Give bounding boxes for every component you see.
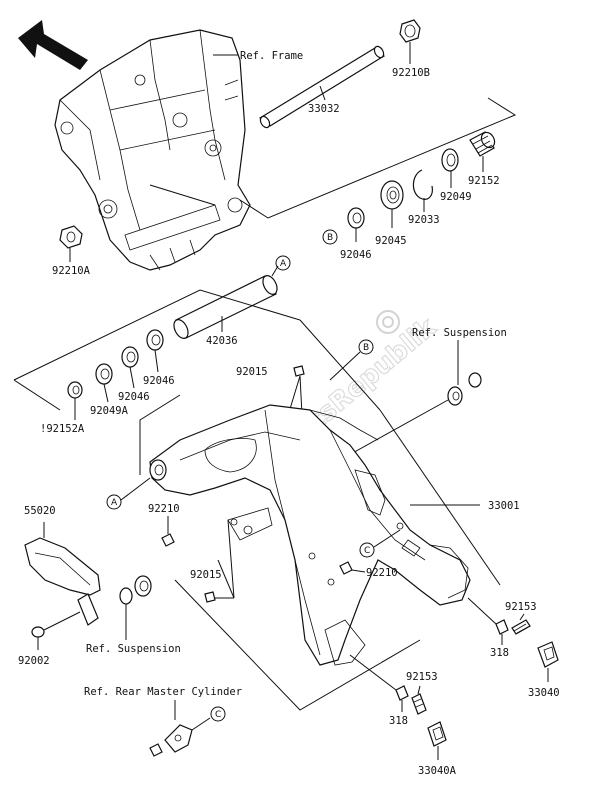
part-92015-bottom: 92015 bbox=[190, 569, 222, 581]
callout-b-top: B bbox=[327, 233, 333, 243]
part-318-bottom: 318 bbox=[389, 715, 408, 727]
ref-suspension-bottom-label: Ref. Suspension bbox=[86, 643, 181, 655]
part-92046-low: 92046 bbox=[118, 391, 150, 403]
chain-guard-55020: 55020 bbox=[24, 505, 101, 626]
ref-suspension-top-label: Ref. Suspension bbox=[412, 327, 507, 339]
part-318-top: 318 bbox=[490, 647, 509, 659]
part-92152: 92152 bbox=[468, 175, 500, 187]
part-55020: 55020 bbox=[24, 505, 56, 517]
part-92153-top: 92153 bbox=[505, 601, 537, 613]
adjuster-bottom-group: 318 92153 33040A bbox=[349, 654, 457, 777]
part-42036: 42036 bbox=[206, 335, 238, 347]
pivot-shaft-33032: 33032 bbox=[258, 45, 386, 129]
needle-bearing-92046-mid: 92046 bbox=[143, 329, 175, 387]
part-92152A: !92152A bbox=[40, 423, 85, 435]
part-92045: 92045 bbox=[375, 235, 407, 247]
callout-c-right: C bbox=[364, 546, 370, 556]
ref-suspension-bottom: Ref. Suspension bbox=[86, 575, 181, 655]
seal-92049A: 92049A bbox=[90, 363, 129, 417]
watermark-gear-icon bbox=[376, 310, 400, 334]
ref-frame-label: Ref. Frame bbox=[240, 50, 303, 62]
adjuster-top-group: 92153 318 33040 bbox=[467, 597, 560, 699]
part-33040: 33040 bbox=[528, 687, 560, 699]
needle-bearing-92046-top: B 92046 bbox=[322, 207, 372, 261]
bolt-92015-top: B 92015 bbox=[236, 339, 374, 435]
part-92033: 92033 bbox=[408, 214, 440, 226]
part-92046-top: 92046 bbox=[340, 249, 372, 261]
seal-92049: 92049 bbox=[440, 148, 472, 203]
callout-c-bottom: C bbox=[215, 710, 221, 720]
part-92153-bottom: 92153 bbox=[406, 671, 438, 683]
part-92049: 92049 bbox=[440, 191, 472, 203]
needle-bearing-92046-low: 92046 bbox=[118, 346, 150, 403]
nut-92210A: 92210A bbox=[52, 225, 91, 277]
bearing-92045: 92045 bbox=[375, 180, 407, 247]
part-92210-left: 92210 bbox=[148, 503, 180, 515]
callout-a-top: A bbox=[280, 259, 287, 269]
leader-box-top bbox=[149, 97, 517, 219]
nut-92210B: 92210B bbox=[392, 19, 430, 79]
part-33001: 33001 bbox=[488, 500, 520, 512]
screw-92002: 92002 bbox=[18, 611, 81, 667]
ref-rear-master-cylinder-label: Ref. Rear Master Cylinder bbox=[84, 686, 242, 698]
ref-suspension-top: Ref. Suspension bbox=[339, 327, 507, 461]
callout-c-right-group: C bbox=[359, 529, 401, 558]
ref-frame: Ref. Frame bbox=[213, 50, 303, 62]
part-92002: 92002 bbox=[18, 655, 50, 667]
circlip-92033: 92033 bbox=[408, 169, 440, 226]
ref-rear-master-cylinder: Ref. Rear Master Cylinder C bbox=[84, 686, 242, 757]
part-92046-mid: 92046 bbox=[143, 375, 175, 387]
collar-92152: 92152 bbox=[468, 131, 500, 187]
bolt-92210-left: 92210 bbox=[148, 503, 180, 547]
part-92210A: 92210A bbox=[52, 265, 91, 277]
swingarm-33001: 33001 bbox=[149, 404, 520, 666]
part-33032: 33032 bbox=[308, 103, 340, 115]
sleeve-42036: 42036 A bbox=[173, 255, 291, 347]
leader-box-bottom bbox=[139, 394, 501, 711]
part-92015-top: 92015 bbox=[236, 366, 268, 378]
callout-a-left: A bbox=[111, 498, 118, 508]
part-92210-right: 92210 bbox=[366, 567, 398, 579]
frame-drawing bbox=[54, 29, 251, 271]
bolt-92210-right: 92210 bbox=[339, 561, 398, 579]
callout-a-left-group: A bbox=[106, 477, 151, 510]
part-92049A: 92049A bbox=[90, 405, 129, 417]
leader-box-middle bbox=[13, 289, 381, 411]
bolt-92015-bottom: 92015 bbox=[190, 519, 235, 603]
callout-b-mid: B bbox=[363, 343, 369, 353]
collar-92152A: !92152A bbox=[40, 381, 85, 435]
part-33040A: 33040A bbox=[418, 765, 457, 777]
part-92210B: 92210B bbox=[392, 67, 430, 79]
front-direction-arrow-icon bbox=[18, 20, 88, 70]
